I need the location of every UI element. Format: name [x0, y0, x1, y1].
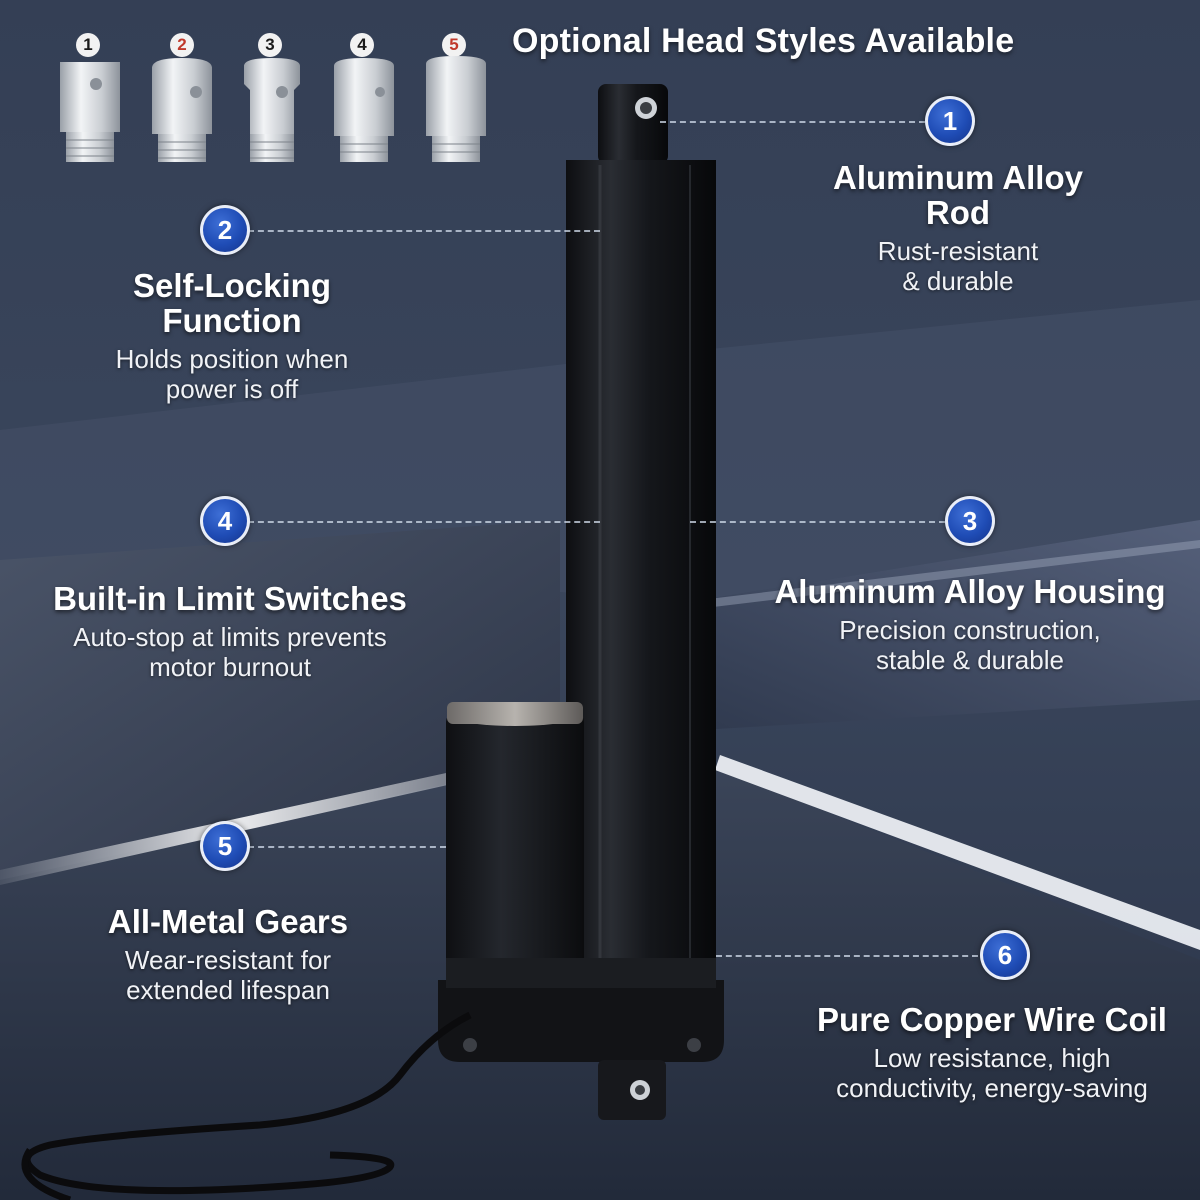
feature-2-description: Holds position when power is off	[115, 344, 349, 404]
head-style-1-image	[60, 62, 120, 162]
feature-5-description: Wear-resistant for extended lifespan	[124, 945, 332, 1005]
page-heading: Optional Head Styles Available	[512, 22, 1015, 60]
head-style-number-5: 5	[439, 28, 469, 58]
feature-badge-6: 6	[980, 930, 1030, 980]
feature-4-title: Built-in Limit Switches	[53, 580, 407, 617]
feature-3-title: Aluminum Alloy Housing	[774, 573, 1166, 610]
feature-4-description: Auto-stop at limits prevents motor burno…	[73, 622, 387, 682]
head-style-5-image	[426, 56, 486, 162]
head-style-4-image	[334, 58, 394, 162]
feature-6: Pure Copper Wire Coil Low resistance, hi…	[792, 1002, 1192, 1103]
feature-4: Built-in Limit Switches Auto-stop at lim…	[30, 581, 430, 682]
head-styles-row: 1 2 3 4 5	[0, 0, 500, 180]
head-style-number-2: 2	[167, 28, 197, 58]
feature-1-description: Rust-resistant & durable	[877, 236, 1039, 296]
feature-2: Self-Locking Function Holds position whe…	[92, 268, 372, 404]
leader-line-3	[690, 521, 945, 523]
feature-badge-2: 2	[200, 205, 250, 255]
feature-3-description: Precision construction, stable & durable	[839, 615, 1101, 675]
feature-3: Aluminum Alloy Housing Precision constru…	[760, 574, 1180, 675]
feature-5: All-Metal Gears Wear-resistant for exten…	[78, 904, 378, 1005]
feature-badge-5: 5	[200, 821, 250, 871]
feature-6-title: Pure Copper Wire Coil	[817, 1001, 1167, 1038]
feature-5-title: All-Metal Gears	[107, 903, 349, 940]
feature-2-title: Self-Locking Function	[132, 267, 332, 339]
head-style-3-image	[244, 58, 300, 162]
feature-6-description: Low resistance, high conductivity, energ…	[836, 1043, 1148, 1103]
head-style-number-3: 3	[255, 28, 285, 58]
feature-badge-4: 4	[200, 496, 250, 546]
leader-line-1	[660, 121, 925, 123]
head-style-number-1: 1	[73, 28, 103, 58]
leader-line-4	[248, 521, 600, 523]
leader-line-6	[716, 955, 978, 957]
feature-1: Aluminum Alloy Rod Rust-resistant & dura…	[808, 160, 1108, 296]
leader-line-2	[248, 230, 600, 232]
head-style-number-4: 4	[347, 28, 377, 58]
feature-1-title: Aluminum Alloy Rod	[833, 159, 1083, 231]
head-style-2-image	[152, 58, 212, 162]
feature-badge-3: 3	[945, 496, 995, 546]
leader-line-5	[248, 846, 446, 848]
feature-badge-1: 1	[925, 96, 975, 146]
